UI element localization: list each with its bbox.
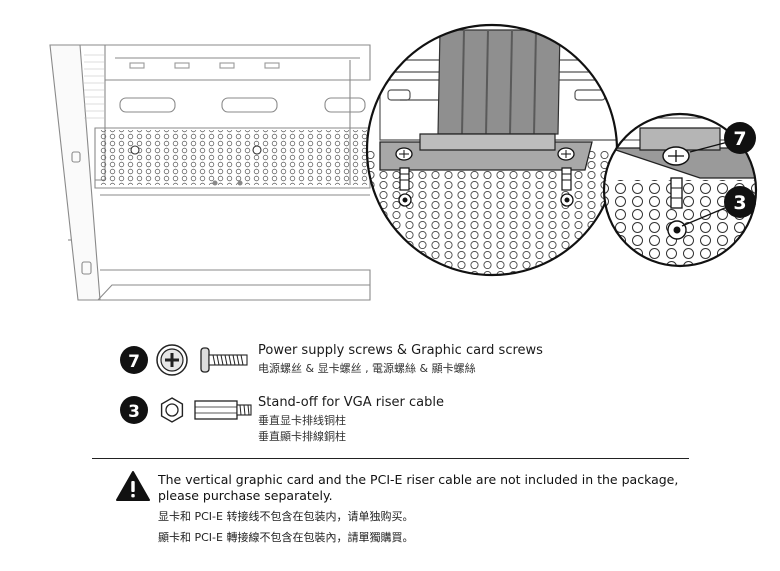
warning-text-traditional-chinese: 顯卡和 PCI-E 轉接線不包含在包裝內，請單獨購買。	[158, 531, 414, 544]
standoff-side-icon	[194, 400, 252, 420]
svg-text:3: 3	[128, 402, 140, 422]
screw-side-icon	[200, 347, 248, 373]
callout-badge-3-icon: 3	[120, 396, 148, 424]
warning-text-simplified-chinese: 显卡和 PCI-E 转接线不包含在包装内，请单独购买。	[158, 510, 414, 523]
legend-title: Power supply screws & Graphic card screw…	[258, 343, 543, 358]
callout-badge-7-icon: 7	[120, 346, 148, 374]
legend-subtitle-line-1: 垂直显卡排线铜柱	[258, 414, 346, 427]
callout-leader-7	[689, 141, 729, 153]
callout-leader-3	[681, 204, 733, 227]
callout-badge-7: 7	[724, 122, 756, 154]
section-divider	[92, 458, 689, 459]
screw-head-icon	[156, 344, 188, 376]
callout-badge-3: 3	[724, 186, 756, 218]
svg-text:7: 7	[733, 128, 746, 150]
case-drawing	[49, 44, 371, 301]
legend-subtitle: 电源螺丝 & 显卡螺丝 , 電源螺絲 & 顯卡螺絲	[258, 362, 476, 375]
magnified-view-riser-bracket	[365, 23, 619, 277]
svg-text:3: 3	[733, 192, 746, 214]
legend-item-standoff: 3 Stand-off for VGA riser cable 垂直显卡排线铜柱…	[118, 392, 678, 444]
legend-item-screws: 7 Power supply screws & Graphic card scr…	[118, 340, 678, 382]
legend-title: Stand-off for VGA riser cable	[258, 395, 444, 410]
legend-subtitle-line-2: 垂直顯卡排線銅柱	[258, 430, 346, 443]
case-installation-illustration: 7 3	[49, 23, 758, 301]
svg-text:7: 7	[128, 352, 140, 372]
hex-nut-icon	[160, 397, 184, 423]
warning-triangle-icon	[116, 471, 150, 501]
warning-text-english: The vertical graphic card and the PCI-E …	[158, 472, 679, 503]
